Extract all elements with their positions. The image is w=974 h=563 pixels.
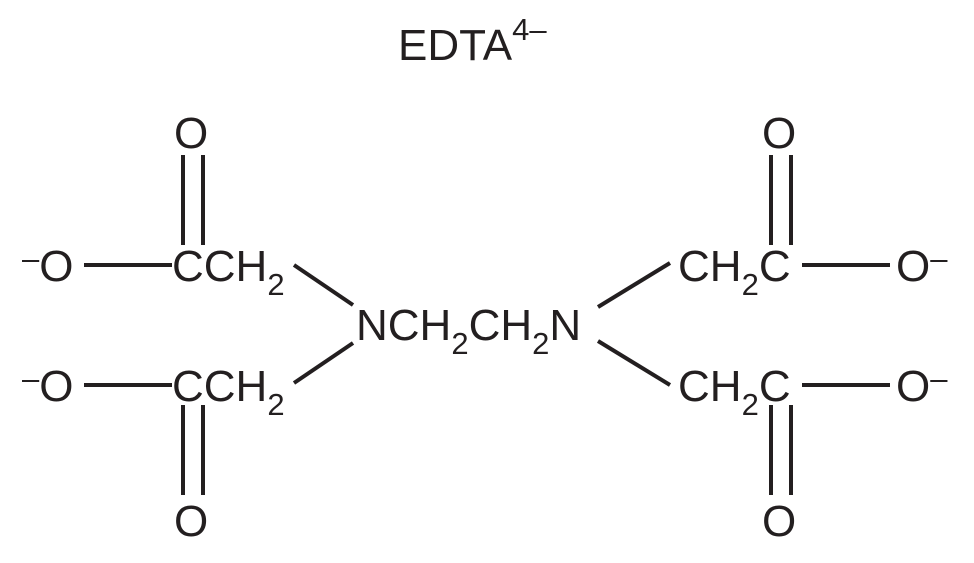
title-text: EDTA4– — [398, 12, 547, 70]
lr-carbonyl-o: O — [762, 497, 796, 546]
ul-n-bond — [292, 263, 355, 307]
ll-oxide: –O — [22, 361, 73, 411]
ul-cch2: CCH2 — [172, 242, 285, 302]
lr-n-bond — [596, 339, 672, 387]
lr-o-charge: – — [930, 361, 948, 396]
ur-c: C — [759, 242, 791, 291]
ur-n-bond — [596, 261, 672, 309]
lr-sub: 2 — [742, 387, 759, 422]
ur-oxide: O– — [896, 241, 948, 291]
ur-carbonyl-o: O — [762, 109, 796, 158]
ul-carbonyl-o: O — [174, 109, 208, 158]
ll-o-charge: – — [22, 361, 40, 396]
ll-ch: CH — [204, 362, 268, 411]
lr-c: C — [759, 362, 791, 411]
ul-ch: CH — [204, 242, 268, 291]
lr-o: O — [896, 362, 930, 411]
lr-oxide: O– — [896, 361, 948, 411]
ll-n-bond — [292, 341, 355, 385]
center-sub-2: 2 — [532, 326, 549, 361]
ul-oxide: –O — [22, 241, 73, 291]
center-n-right: N — [549, 301, 581, 350]
ll-sub: 2 — [267, 387, 284, 422]
ur-ch: CH — [678, 242, 742, 291]
center-ch-1: CH — [388, 301, 452, 350]
center-ch-2: CH — [469, 301, 533, 350]
ul-sub: 2 — [267, 267, 284, 302]
title-main: EDTA — [398, 21, 513, 70]
title-charge: 4– — [512, 12, 547, 47]
ll-o: O — [39, 362, 73, 411]
ur-ch2c: CH2C — [678, 242, 791, 302]
ul-o-charge: – — [22, 241, 40, 276]
lr-ch2c: CH2C — [678, 362, 791, 422]
lr-ch: CH — [678, 362, 742, 411]
ll-carbonyl-o: O — [174, 497, 208, 546]
ul-c: C — [172, 242, 204, 291]
center-sub-1: 2 — [451, 326, 468, 361]
center-chain: NCH2CH2N — [356, 301, 581, 361]
center-n-left: N — [356, 301, 388, 350]
ul-o: O — [39, 242, 73, 291]
ur-o: O — [896, 242, 930, 291]
ur-o-charge: – — [930, 241, 948, 276]
ur-sub: 2 — [742, 267, 759, 302]
ll-cch2: CCH2 — [172, 362, 285, 422]
ll-c: C — [172, 362, 204, 411]
